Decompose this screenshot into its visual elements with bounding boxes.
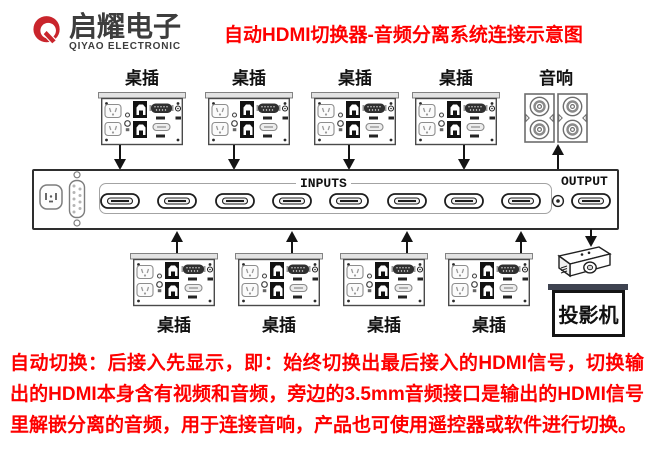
cable-bottom-input-2 [286,231,298,255]
desk-socket-plate-bottom-2 [235,253,323,307]
desk-socket-plate-bottom-4 [445,253,533,307]
bottom-plate-label-4: 桌插 [472,316,506,335]
desk-socket-plate-top-3 [311,92,399,146]
desk-socket-plate-bottom-3 [340,253,428,307]
top-plate-label-4: 桌插 [439,69,473,88]
hdmi-input-port-7 [444,193,484,209]
hdmi-input-port-3 [215,193,255,209]
rs232-port-icon [66,171,88,227]
audio-jack-3-5mm-icon [551,194,565,208]
desk-socket-plate-bottom-1 [130,253,218,307]
top-plate-label-1: 桌插 [125,69,159,88]
hdmi-output-port [571,193,611,209]
desk-socket-plate-top-2 [205,92,293,146]
cable-top-input-3 [343,145,355,170]
projector-label: 投影机 [558,305,619,327]
cable-top-input-1 [114,145,126,170]
cable-bottom-input-1 [171,231,183,255]
projection-screen: 投影机 [552,290,625,337]
speaker-left-icon [524,93,555,143]
power-inlet-icon [39,184,63,210]
bottom-plate-label-3: 桌插 [367,316,401,335]
projection-screen-bar [548,284,628,290]
bottom-plate-label-1: 桌插 [157,316,191,335]
top-plate-label-2: 桌插 [232,69,266,88]
hdmi-input-port-2 [157,193,197,209]
speaker-right-icon [557,93,588,143]
top-plate-label-3: 桌插 [338,69,372,88]
page-title: 自动HDMI切换器-音频分离系统连接示意图 [224,25,583,46]
brand-name-en: QIYAO ELECTRONIC [69,41,181,52]
output-label: OUTPUT [561,174,608,189]
footer-note: 自动切换：后接入先显示，即：始终切换出最后接入的HDMI信号，切换输出的HDMI… [10,353,644,436]
desk-socket-plate-top-1 [98,92,186,146]
hdmi-input-port-5 [329,193,369,209]
bottom-plate-label-2: 桌插 [262,316,296,335]
hdmi-input-port-4 [272,193,312,209]
brand-logo-icon [30,12,64,50]
hdmi-input-port-8 [501,193,541,209]
cable-top-input-4 [458,145,470,170]
cable-bottom-input-3 [401,231,413,255]
speaker-label: 音响 [539,69,573,88]
cable-top-input-2 [228,145,240,170]
brand-name-cn: 启耀电子 [69,11,182,42]
cable-output-to-projector [585,229,597,247]
cable-bottom-input-4 [515,231,527,255]
projector-icon [552,241,614,283]
inputs-label: INPUTS [296,177,351,190]
desk-socket-plate-top-4 [412,92,500,146]
hdmi-input-port-6 [387,193,427,209]
cable-audio-to-speaker [552,144,564,170]
hdmi-input-port-1 [100,193,140,209]
